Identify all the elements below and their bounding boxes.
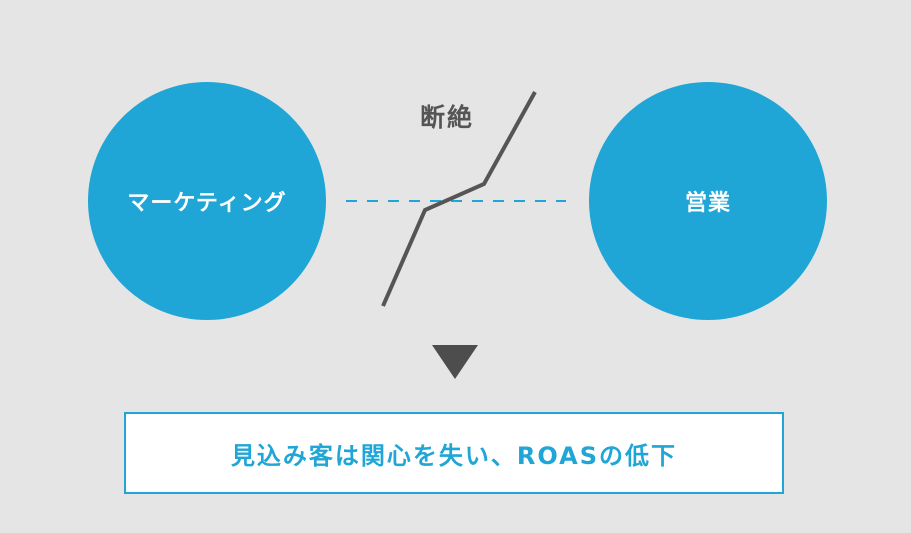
sales-label: 営業 [684, 191, 731, 216]
sales-node: 営業 [589, 82, 827, 320]
marketing-node: マーケティング [88, 82, 326, 320]
result-box: 見込み客は関心を失い、ROASの低下 [124, 412, 784, 494]
down-arrow-icon [432, 345, 478, 379]
result-text: 見込み客は関心を失い、ROASの低下 [230, 441, 678, 470]
marketing-label: マーケティング [127, 191, 287, 216]
break-label: 断絶 [420, 103, 475, 132]
